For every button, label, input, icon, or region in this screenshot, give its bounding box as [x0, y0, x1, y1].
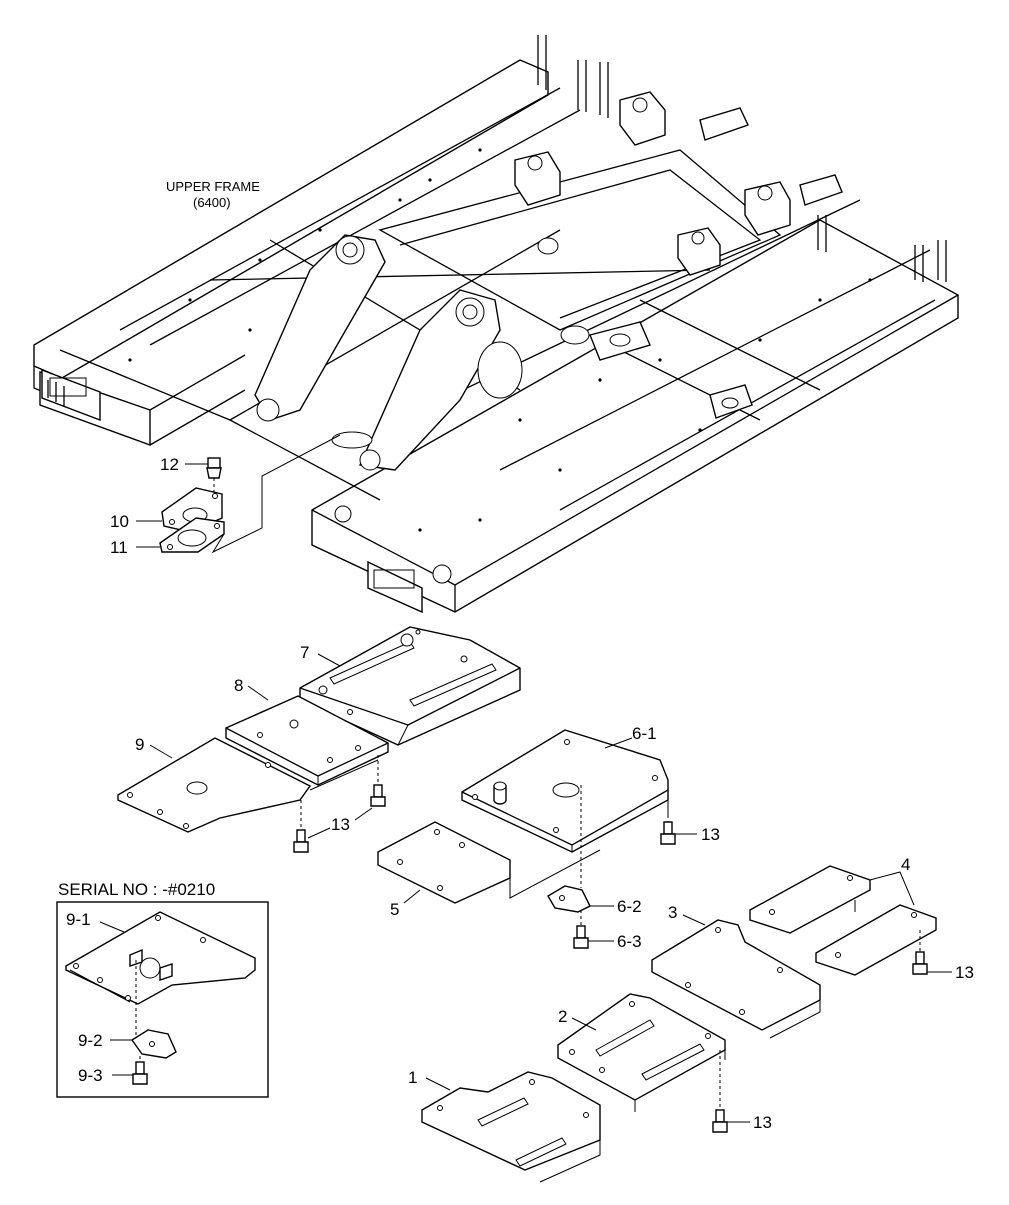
label-11: 11	[110, 538, 128, 557]
label-4: 4	[901, 855, 910, 874]
label-9-2: 9-2	[78, 1031, 103, 1050]
plate-9-drawing	[117, 737, 379, 833]
serial-label: SERIAL NO : -#0210	[58, 880, 215, 899]
plate-1-drawing	[421, 1071, 601, 1183]
leader-5	[403, 889, 421, 904]
label-9-3: 9-3	[78, 1066, 103, 1085]
leader-9	[149, 744, 173, 759]
label-9: 9	[135, 735, 144, 754]
label-9-1: 9-1	[66, 910, 91, 929]
leader-4	[869, 871, 915, 906]
plate-2-drawing	[557, 993, 726, 1112]
leader-1	[425, 1077, 451, 1091]
label-3: 3	[668, 903, 677, 922]
label-13-d: 13	[753, 1113, 772, 1132]
serial-inset-drawing	[65, 911, 256, 1085]
upper-frame-drawing	[33, 35, 959, 614]
plate-8-drawing	[225, 695, 389, 786]
label-2: 2	[558, 1007, 567, 1026]
leader-9-1	[99, 921, 125, 933]
leader-3	[682, 914, 706, 926]
plate-6-1-drawing	[461, 729, 669, 853]
plate-10-11-drawing	[159, 434, 341, 554]
label-6-2: 6-2	[617, 897, 642, 916]
leader-8	[247, 685, 269, 701]
label-7: 7	[300, 643, 309, 662]
label-13-b: 13	[701, 825, 720, 844]
label-13-c: 13	[955, 963, 974, 982]
plate-6-2-drawing	[547, 785, 591, 949]
label-5: 5	[390, 900, 399, 919]
bolt-bottom	[712, 1050, 728, 1133]
upper-frame-code: (6400)	[193, 195, 231, 210]
leader-6-1	[604, 737, 633, 749]
leader-13-a2	[354, 807, 373, 821]
label-8: 8	[234, 676, 243, 695]
leader-13-a	[307, 827, 331, 839]
plate-7-drawing	[299, 626, 521, 746]
bolt-6-1	[660, 815, 676, 845]
bolts-upper-plates	[293, 755, 386, 853]
label-6-3: 6-3	[617, 932, 642, 951]
leader-2	[571, 1017, 597, 1031]
label-6-1: 6-1	[632, 724, 657, 743]
leader-7	[317, 653, 341, 667]
plate-3-drawing	[651, 919, 821, 1039]
label-13-a: 13	[331, 815, 350, 834]
upper-frame-label: UPPER FRAME	[166, 179, 260, 194]
label-10: 10	[110, 512, 129, 531]
plate-4-drawing	[749, 865, 937, 976]
label-12: 12	[160, 455, 179, 474]
plate-5-drawing	[377, 821, 601, 904]
label-1: 1	[408, 1068, 417, 1087]
